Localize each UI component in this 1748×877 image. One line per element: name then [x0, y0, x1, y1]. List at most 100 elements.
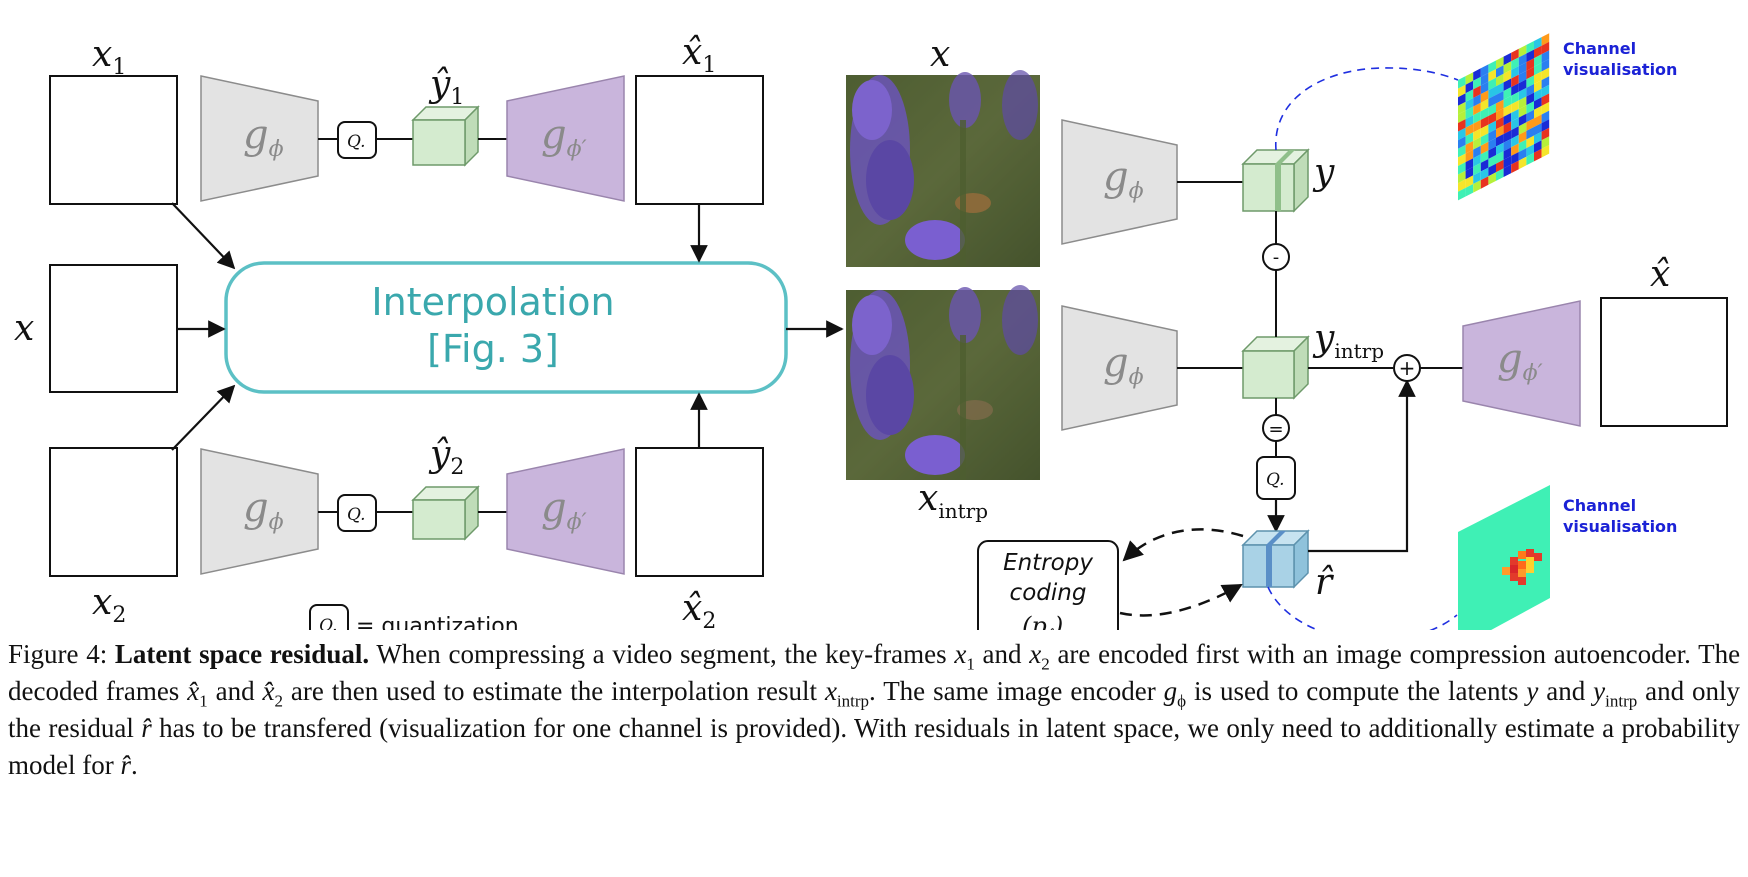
x2-frame	[49, 447, 178, 577]
photo-xintrp	[846, 285, 1040, 480]
heatmap-cell	[1496, 56, 1504, 70]
heatmap-cell	[1473, 111, 1481, 124]
heatmap-cell	[1511, 152, 1519, 165]
caption-text: and	[215, 676, 255, 706]
heatmap-cell	[1534, 80, 1542, 93]
heatmap-cell	[1488, 77, 1496, 91]
x1-label: x1	[92, 34, 126, 80]
channel-visualisation-top	[1458, 33, 1550, 201]
heatmap-cell	[1526, 66, 1534, 80]
quantization-legend-text: = quantization	[356, 614, 519, 630]
heatmap-cell	[1541, 41, 1550, 55]
heatmap-cell	[1496, 116, 1504, 130]
heatmap-cell	[1458, 179, 1466, 192]
heatmap-cell	[1518, 156, 1527, 170]
caption-math-sub: 2	[1041, 654, 1050, 674]
heatmap-cell	[1534, 37, 1542, 50]
heatmap-cell	[1465, 149, 1474, 163]
heatmap-cell	[1511, 126, 1519, 139]
channel-vis-bottom-line1: Channel	[1563, 496, 1636, 515]
heatmap-cell	[1503, 164, 1512, 177]
heatmap-cell	[1458, 144, 1466, 158]
caption-math: x	[954, 639, 967, 669]
caption-text: and	[1546, 676, 1586, 706]
heatmap-cell	[1511, 100, 1519, 113]
heatmap-cell	[1541, 76, 1550, 89]
heatmap-cell	[1541, 136, 1550, 149]
heatmap-cell	[1473, 94, 1481, 107]
heatmap-cell	[1503, 130, 1512, 143]
heatmap-cell	[1503, 121, 1512, 134]
caption-text: has to be transfered (visualization for …	[8, 713, 1741, 780]
heatmap-cell	[1526, 152, 1534, 166]
heatmap-cell	[1496, 82, 1504, 95]
encoder-bottom	[200, 448, 319, 575]
decoder-top	[506, 75, 625, 202]
figure-caption: Figure 4: Latent space residual. When co…	[8, 636, 1740, 784]
heatmap-cell	[1534, 62, 1542, 76]
caption-text: and only the residual	[8, 676, 1741, 743]
heatmap-cell	[1473, 145, 1481, 159]
latent-cube-y1hat	[411, 105, 480, 167]
x2-label: x2	[92, 582, 126, 628]
heatmap-cell	[1534, 131, 1542, 145]
heatmap-cell	[1465, 72, 1474, 85]
heatmap-cell	[1503, 147, 1512, 160]
caption-text: are then used to estimate the interpolat…	[290, 676, 818, 706]
heatmap-cell	[1503, 87, 1512, 100]
heatmap-cell	[1526, 92, 1534, 106]
caption-math-sub: 1	[199, 691, 208, 711]
heatmap-cell	[1541, 119, 1550, 132]
heatmap-cell	[1511, 160, 1519, 174]
caption-text: and	[982, 639, 1022, 669]
heatmap-cell	[1465, 175, 1474, 188]
channel-visualisation-bottom	[1458, 485, 1550, 630]
minus-symbol: -	[1273, 247, 1280, 268]
heatmap-cell	[1518, 122, 1527, 135]
quantizer-legend-symbol: Q.	[319, 616, 338, 630]
heatmap-cell	[1488, 163, 1496, 177]
caption-math: x	[824, 676, 837, 706]
rhat-label: r̂	[1315, 562, 1334, 603]
heatmap-cell	[1496, 151, 1504, 164]
heatmap-cell	[1534, 88, 1542, 102]
heatmap-cell	[1503, 52, 1512, 66]
heatmap-cell	[1465, 123, 1474, 137]
x-frame	[49, 264, 178, 393]
caption-math: x̂	[262, 676, 275, 706]
caption-math-sub: intrp	[1605, 691, 1638, 711]
heatmap-cell	[1526, 127, 1534, 140]
heatmap-cell	[1480, 116, 1489, 129]
xintrp-label: xintrp	[918, 478, 988, 523]
heatmap-cell	[1518, 105, 1527, 118]
encoder-top	[200, 75, 319, 202]
heatmap-cell	[1473, 85, 1481, 98]
heatmap-cell	[1503, 61, 1512, 74]
heatmap-cell	[1496, 65, 1504, 78]
heatmap-cell	[1473, 128, 1481, 141]
decoder-top-label: gϕ′	[541, 112, 587, 162]
caption-math-sub: ϕ	[1177, 691, 1187, 711]
caption-text: is used to compute the latents	[1194, 676, 1519, 706]
y1hat-label: ŷ1	[428, 64, 464, 110]
heatmap-cell	[1541, 67, 1550, 81]
heatmap-cell	[1511, 109, 1519, 122]
heatmap-cell	[1503, 155, 1512, 169]
heatmap-cell	[1465, 141, 1474, 154]
quantizer-legend-box	[309, 604, 349, 630]
heatmap-cell	[1541, 102, 1550, 115]
heatmap-cell	[1503, 104, 1512, 117]
heatmap-cell	[1503, 69, 1512, 83]
caption-math: g	[1163, 676, 1178, 706]
latent-cube-yintrp	[1241, 335, 1310, 400]
caption-math-sub: 2	[274, 691, 283, 711]
heatmap-cell	[1488, 137, 1496, 151]
heatmap-cell	[1473, 137, 1481, 150]
xhat-label: x̂	[1650, 254, 1670, 295]
heatmap-cell	[1496, 159, 1504, 173]
caption-math-sub: intrp	[836, 691, 870, 711]
heatmap-cell	[1534, 45, 1542, 59]
equals-symbol: =	[1268, 419, 1283, 440]
encoder-yintrp-label: gϕ	[1103, 340, 1144, 390]
yintrp-label: yintrp	[1312, 318, 1384, 363]
